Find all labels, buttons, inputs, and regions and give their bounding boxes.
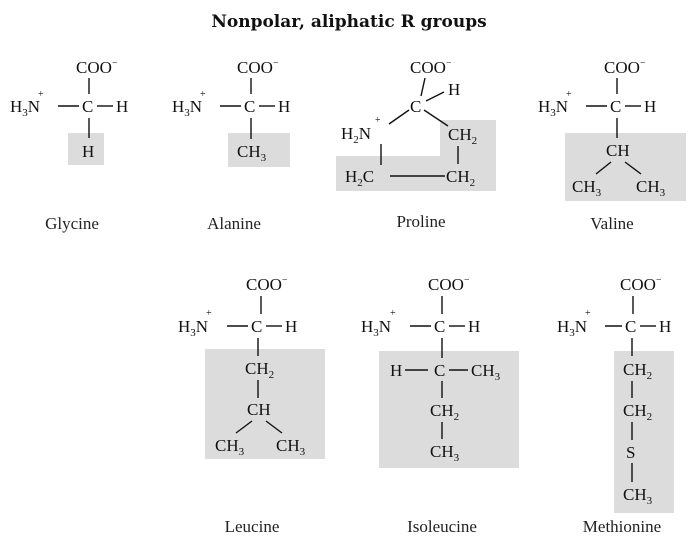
leucine-r-group-box xyxy=(205,349,325,459)
isoleucine-structure: COO− H3N + C H H C CH3 CH2 CH3 xyxy=(361,275,501,464)
amino-group: H3N xyxy=(10,97,40,119)
side-chain-ch2-gamma: CH2 xyxy=(623,401,652,423)
valine-structure: COO− H3N + C H CH CH3 CH3 xyxy=(538,58,666,199)
svg-text:H: H xyxy=(644,97,656,116)
side-chain-ch2: CH2 xyxy=(430,401,459,423)
proline-r-group-box xyxy=(336,120,496,191)
methyl-group: CH3 xyxy=(237,142,267,164)
svg-text:H: H xyxy=(390,361,402,380)
proline-structure: COO− C H H2N + CH2 CH2 H2C xyxy=(341,58,477,189)
side-chain-ch2-beta: CH2 xyxy=(623,360,652,382)
sulfur-atom: S xyxy=(626,443,635,462)
carboxylate-group: COO− xyxy=(246,275,288,294)
alpha-carbon: C xyxy=(410,97,421,116)
carboxylate-group: COO− xyxy=(237,58,279,77)
alpha-carbon: C xyxy=(82,97,93,116)
svg-text:H: H xyxy=(278,97,290,116)
terminal-methyl: CH3 xyxy=(623,485,653,507)
methyl-branch: CH3 xyxy=(471,361,501,383)
label-proline: Proline xyxy=(396,212,445,231)
amino-group: H3N xyxy=(538,97,568,119)
svg-text:+: + xyxy=(206,308,212,319)
label-alanine: Alanine xyxy=(207,214,261,233)
r-group-h: H xyxy=(82,142,94,161)
amino-group: H3N xyxy=(178,317,208,339)
label-glycine: Glycine xyxy=(45,214,99,233)
ring-ch2-lower: CH2 xyxy=(446,167,475,189)
svg-text:H: H xyxy=(659,317,671,336)
label-isoleucine: Isoleucine xyxy=(407,517,477,536)
methyl-left: CH3 xyxy=(572,177,602,199)
alpha-carbon: C xyxy=(610,97,621,116)
leucine-structure: COO− H3N + C H CH2 CH CH3 CH3 xyxy=(178,275,306,458)
label-leucine: Leucine xyxy=(225,517,280,536)
svg-text:H: H xyxy=(468,317,480,336)
svg-text:H: H xyxy=(448,80,460,99)
svg-text:+: + xyxy=(200,89,206,100)
methionine-structure: COO− H3N + C H CH2 CH2 S CH3 xyxy=(557,275,671,507)
side-chain-ch: CH xyxy=(606,141,630,160)
methionine-r-group-box xyxy=(614,351,674,513)
beta-carbon: C xyxy=(434,361,445,380)
svg-text:+: + xyxy=(38,89,44,100)
carboxylate-group: COO− xyxy=(620,275,662,294)
carboxylate-group: COO− xyxy=(76,58,118,77)
alpha-carbon: C xyxy=(251,317,262,336)
glycine-structure: COO− H3N + C H H xyxy=(10,58,128,161)
svg-text:+: + xyxy=(390,308,396,319)
amino-group: H3N xyxy=(557,317,587,339)
side-chain-ch2: CH2 xyxy=(245,359,274,381)
svg-text:H: H xyxy=(116,97,128,116)
page-title: Nonpolar, aliphatic R groups xyxy=(211,12,487,32)
amino-group: H3N xyxy=(172,97,202,119)
alpha-carbon: C xyxy=(434,317,445,336)
svg-text:+: + xyxy=(566,89,572,100)
ring-ch2-upper: CH2 xyxy=(448,125,477,147)
label-methionine: Methionine xyxy=(583,517,661,536)
amino-group: H2N xyxy=(341,124,371,146)
carboxylate-group: COO− xyxy=(410,58,452,77)
carboxylate-group: COO− xyxy=(604,58,646,77)
ring-h2c: H2C xyxy=(345,167,374,189)
valine-r-group-box xyxy=(565,133,686,201)
amino-group: H3N xyxy=(361,317,391,339)
alanine-r-group-box xyxy=(228,133,290,167)
methyl-right: CH3 xyxy=(276,436,306,458)
side-chain-ch: CH xyxy=(247,400,271,419)
alpha-carbon: C xyxy=(244,97,255,116)
svg-text:H: H xyxy=(285,317,297,336)
methyl-right: CH3 xyxy=(636,177,666,199)
glycine-r-group-box xyxy=(68,133,104,165)
svg-text:+: + xyxy=(375,115,381,126)
methyl-left: CH3 xyxy=(215,436,245,458)
alanine-structure: COO− H3N + C H CH3 xyxy=(172,58,290,164)
svg-text:+: + xyxy=(585,308,591,319)
terminal-methyl: CH3 xyxy=(430,442,460,464)
alpha-carbon: C xyxy=(625,317,636,336)
carboxylate-group: COO− xyxy=(428,275,470,294)
label-valine: Valine xyxy=(590,214,633,233)
